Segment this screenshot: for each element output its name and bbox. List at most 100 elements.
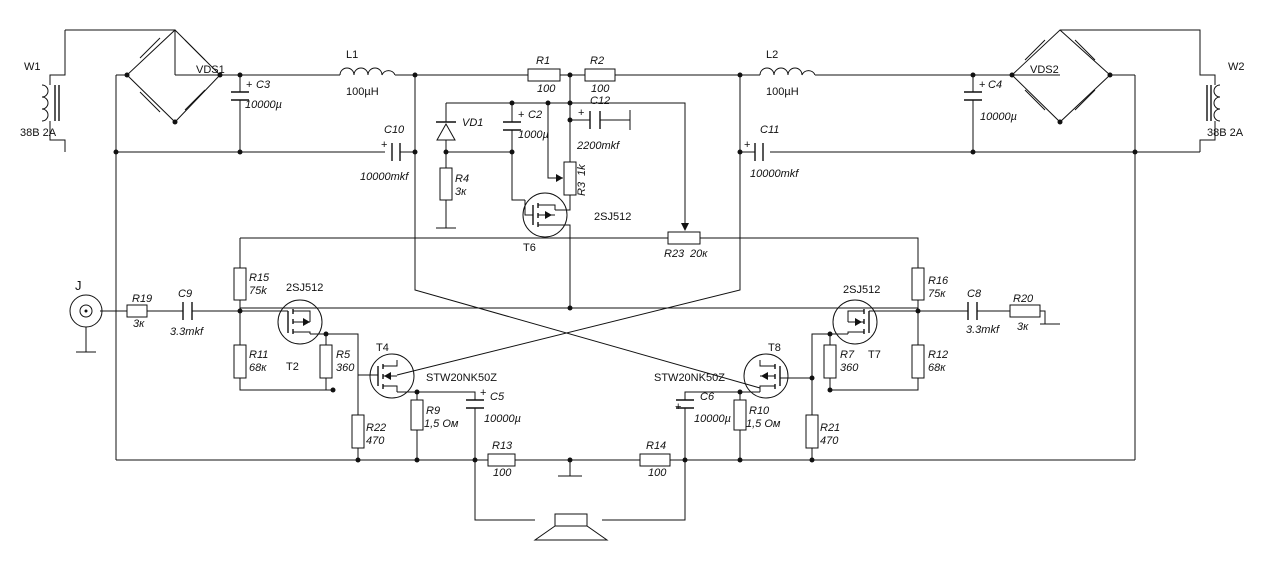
r5-label: R5: [336, 349, 351, 361]
c3-plus: +: [246, 79, 252, 91]
r11-value: 68к: [249, 362, 267, 374]
t8-label: T8: [768, 342, 781, 354]
capacitor-c11: + C11 10000mkf: [744, 124, 799, 180]
r14-value: 100: [648, 467, 667, 479]
w1-label: W1: [24, 61, 41, 73]
c6-value: 10000µ: [694, 413, 731, 425]
transformer-w1: W1 38В 2А: [20, 29, 176, 152]
resistor-r10: R10 1,5 Ом: [733, 399, 781, 431]
r21-value: 470: [820, 435, 839, 447]
t7-label: T7: [868, 349, 881, 361]
t6-type: 2SJ512: [594, 211, 631, 223]
l2-label: L2: [766, 49, 778, 61]
r12-value: 68к: [928, 362, 946, 374]
transistor-t4: T4 STW20NK50Z: [369, 342, 497, 399]
t4-label: T4: [376, 342, 389, 354]
r19-value: 3к: [133, 318, 145, 330]
c11-label: C11: [760, 124, 779, 136]
r9-label: R9: [426, 405, 440, 417]
r3-label: R3: [576, 181, 588, 196]
resistor-r7: R7 360: [823, 344, 859, 379]
wires: [76, 74, 1136, 521]
t6-label: T6: [523, 242, 536, 254]
t8-type: STW20NK50Z: [654, 372, 725, 384]
l2-value: 100µH: [766, 86, 799, 98]
resistor-r13: R13 100: [487, 440, 516, 479]
r16-label: R16: [928, 275, 949, 287]
resistor-r21: R21 470: [805, 414, 840, 449]
bridge-vds2: VDS2: [1011, 29, 1111, 123]
resistor-r4: R4 3к: [439, 167, 469, 201]
t2-label: T2: [286, 361, 299, 373]
capacitor-c12: + C12 2200mkf: [576, 95, 620, 152]
inductor-l1: L1 100µH: [339, 49, 396, 98]
r22-value: 470: [366, 435, 385, 447]
r3-value: 1k: [576, 164, 588, 176]
r1-label: R1: [536, 55, 550, 67]
junction-dots: [113, 72, 1138, 463]
bridge-vds1: VDS1: [126, 29, 225, 123]
resistor-r20: R20 3к: [1009, 293, 1041, 333]
r23-label: R23: [664, 248, 685, 260]
transistor-t6: 2SJ512 T6: [522, 192, 631, 254]
resistor-r22: R22 470: [351, 414, 386, 449]
capacitor-c3: + C3 10000µ: [231, 79, 282, 111]
r20-value: 3к: [1017, 321, 1029, 333]
c12-label: C12: [590, 95, 610, 107]
resistor-r15: R15 75k: [233, 267, 270, 301]
resistor-r23: R23 20к: [664, 223, 708, 260]
vd1-label: VD1: [462, 117, 483, 129]
c12-plus: +: [578, 107, 584, 119]
r4-label: R4: [455, 173, 469, 185]
transformer-w2: W2 38В 2А: [1060, 29, 1245, 153]
c12-value: 2200mkf: [576, 140, 620, 152]
capacitor-c10: + C10 10000mkf: [360, 124, 409, 183]
r22-label: R22: [366, 422, 386, 434]
c2-label: C2: [528, 109, 542, 121]
capacitor-c6: + C6 10000µ: [675, 391, 731, 425]
resistor-r19: R19 3к: [126, 293, 152, 330]
l1-value: 100µH: [346, 86, 379, 98]
capacitor-c4: + C4 10000µ: [964, 79, 1017, 123]
resistor-r11: R11 68к: [233, 344, 268, 379]
t7-type: 2SJ512: [843, 284, 880, 296]
resistor-r9: R9 1,5 Ом: [410, 399, 459, 431]
capacitor-c9: C9 3.3mkf: [170, 288, 204, 338]
r10-value: 1,5 Ом: [746, 418, 781, 430]
r7-label: R7: [840, 349, 855, 361]
resistor-r14: R14 100: [639, 440, 671, 479]
c4-value: 10000µ: [980, 111, 1017, 123]
resistor-r16: R16 75к: [911, 267, 949, 301]
resistor-r2: R2 100: [584, 55, 616, 95]
transistor-t7: 2SJ512 T7: [832, 284, 881, 361]
c10-label: C10: [384, 124, 405, 136]
zener-vd1: VD1: [436, 117, 483, 141]
r2-label: R2: [590, 55, 604, 67]
t2-type: 2SJ512: [286, 282, 323, 294]
r16-value: 75к: [928, 288, 946, 300]
inductor-l2: L2 100µH: [759, 49, 816, 98]
c9-value: 3.3mkf: [170, 326, 204, 338]
r23-value: 20к: [689, 248, 708, 260]
c5-plus: +: [480, 387, 486, 399]
vds2-label: VDS2: [1030, 64, 1059, 76]
transistor-t8: T8 STW20NK50Z: [654, 342, 790, 399]
r13-label: R13: [492, 440, 513, 452]
c8-value: 3.3mkf: [966, 324, 1000, 336]
resistor-r1: R1 100: [527, 55, 561, 95]
resistor-r3: R3 1k: [556, 161, 588, 196]
r11-label: R11: [249, 349, 268, 361]
vds1-label: VDS1: [196, 64, 225, 76]
input-jack-j: J: [69, 278, 103, 328]
c6-plus: +: [675, 401, 681, 413]
c2-plus: +: [518, 109, 524, 121]
c10-value: 10000mkf: [360, 171, 409, 183]
r19-label: R19: [132, 293, 152, 305]
r21-label: R21: [820, 422, 840, 434]
c3-value: 10000µ: [245, 99, 282, 111]
w2-label: W2: [1228, 61, 1245, 73]
capacitor-c2: + C2 1000µ: [503, 109, 549, 141]
c4-plus: +: [979, 79, 985, 91]
j-label: J: [75, 278, 82, 293]
t4-type: STW20NK50Z: [426, 372, 497, 384]
